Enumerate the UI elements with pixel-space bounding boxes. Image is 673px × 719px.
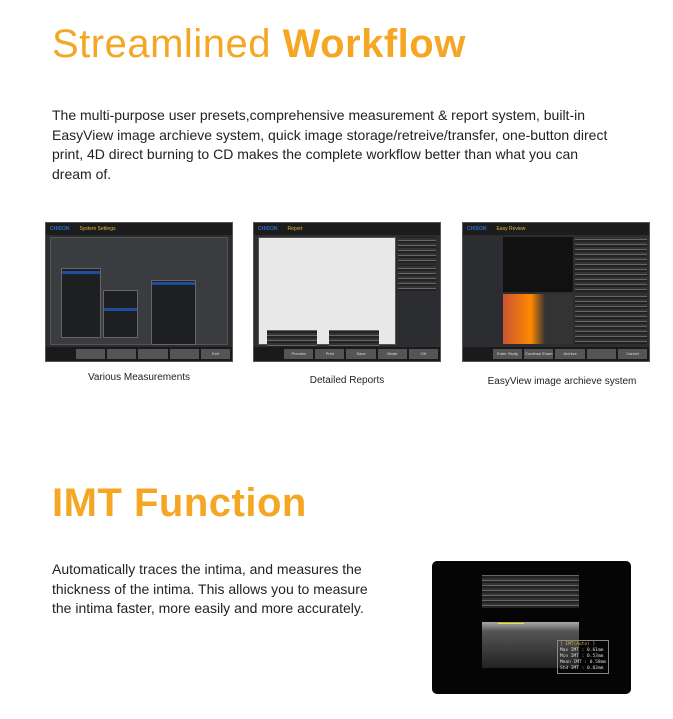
brand-logo: CHISON — [50, 226, 70, 232]
caption: Various Measurements — [87, 372, 191, 383]
screen-title: System Settings — [79, 226, 116, 232]
brand-logo: CHISON — [467, 226, 487, 232]
screenshot-system-settings: CHISON System Settings Exit — [45, 222, 233, 362]
section-title-imt: IMT Function — [52, 481, 307, 525]
brand-logo: CHISON — [258, 226, 278, 232]
workflow-description: The multi-purpose user presets,comprehen… — [52, 107, 608, 182]
caption: EasyView image archieve system — [487, 376, 637, 387]
screen-title: Report — [287, 226, 303, 232]
title-bold: Workflow — [282, 22, 466, 66]
caption: Detailed Reports — [309, 375, 385, 386]
imt-description: Automatically traces the intima, and mea… — [52, 561, 368, 616]
screen-title: Easy Review — [496, 226, 526, 232]
title-light: Streamlined — [52, 22, 271, 66]
section-title-workflow: Streamlined Workflow — [52, 22, 466, 67]
exit-button: Exit — [200, 349, 231, 359]
